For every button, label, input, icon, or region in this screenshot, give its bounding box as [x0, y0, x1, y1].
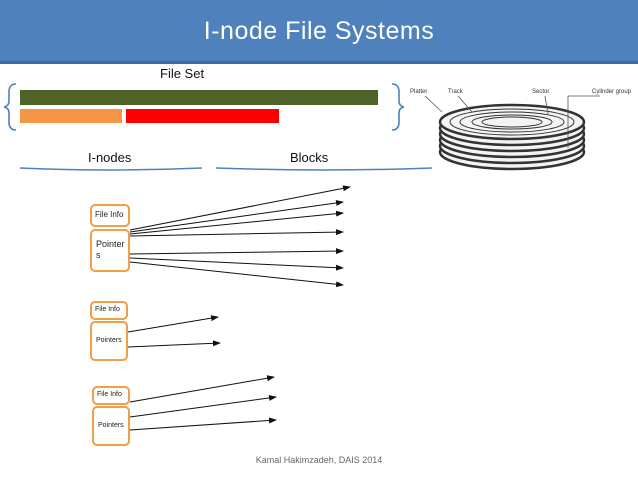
pointers-label-3: Pointers: [98, 422, 124, 429]
right-brace: [391, 83, 405, 131]
file-set-label: File Set: [160, 66, 205, 81]
file-info-box-3: File Info: [92, 386, 130, 405]
pointers-box-2: Pointers: [90, 321, 128, 361]
inodes-underline: [19, 167, 203, 171]
file-info-label-3: File Info: [97, 391, 122, 398]
file-info-box-1: File Info: [90, 204, 130, 227]
arrows-group-1: [129, 185, 351, 288]
title-bar: I-node File Systems: [0, 0, 638, 64]
file-info-label-1: File Info: [95, 210, 124, 219]
platter-label: Platter: [410, 89, 427, 95]
left-brace: [3, 83, 17, 131]
disk-platter-stack: [438, 103, 586, 171]
blocks-underline: [215, 167, 433, 171]
blocks-label: Blocks: [290, 150, 329, 165]
disk-label-lines: [424, 95, 600, 148]
pointers-label-2: Pointers: [96, 337, 122, 344]
slide-title: I-node File Systems: [203, 17, 435, 45]
red-bar: [126, 109, 279, 123]
sector-label: Sector: [532, 89, 549, 95]
cylinder-group-label: Cylinder group: [592, 89, 632, 95]
pointers-box-1: Pointer s: [90, 229, 130, 272]
file-info-label-2: File Info: [95, 306, 120, 313]
file-info-box-2: File Info: [90, 301, 128, 320]
arrows-group-3: [129, 375, 277, 431]
pointers-label-1: Pointer s: [96, 239, 125, 260]
footer-credit: Kamal Hakimzadeh, DAIS 2014: [255, 455, 383, 465]
disk-labels: Platter Track Sector Cylinder group: [410, 89, 632, 95]
orange-bar: [20, 109, 122, 123]
arrows-group-2: [127, 315, 221, 348]
green-bar: [20, 90, 378, 105]
inodes-label: I-nodes: [88, 150, 132, 165]
pointers-box-3: Pointers: [92, 406, 130, 446]
track-label: Track: [448, 89, 464, 95]
